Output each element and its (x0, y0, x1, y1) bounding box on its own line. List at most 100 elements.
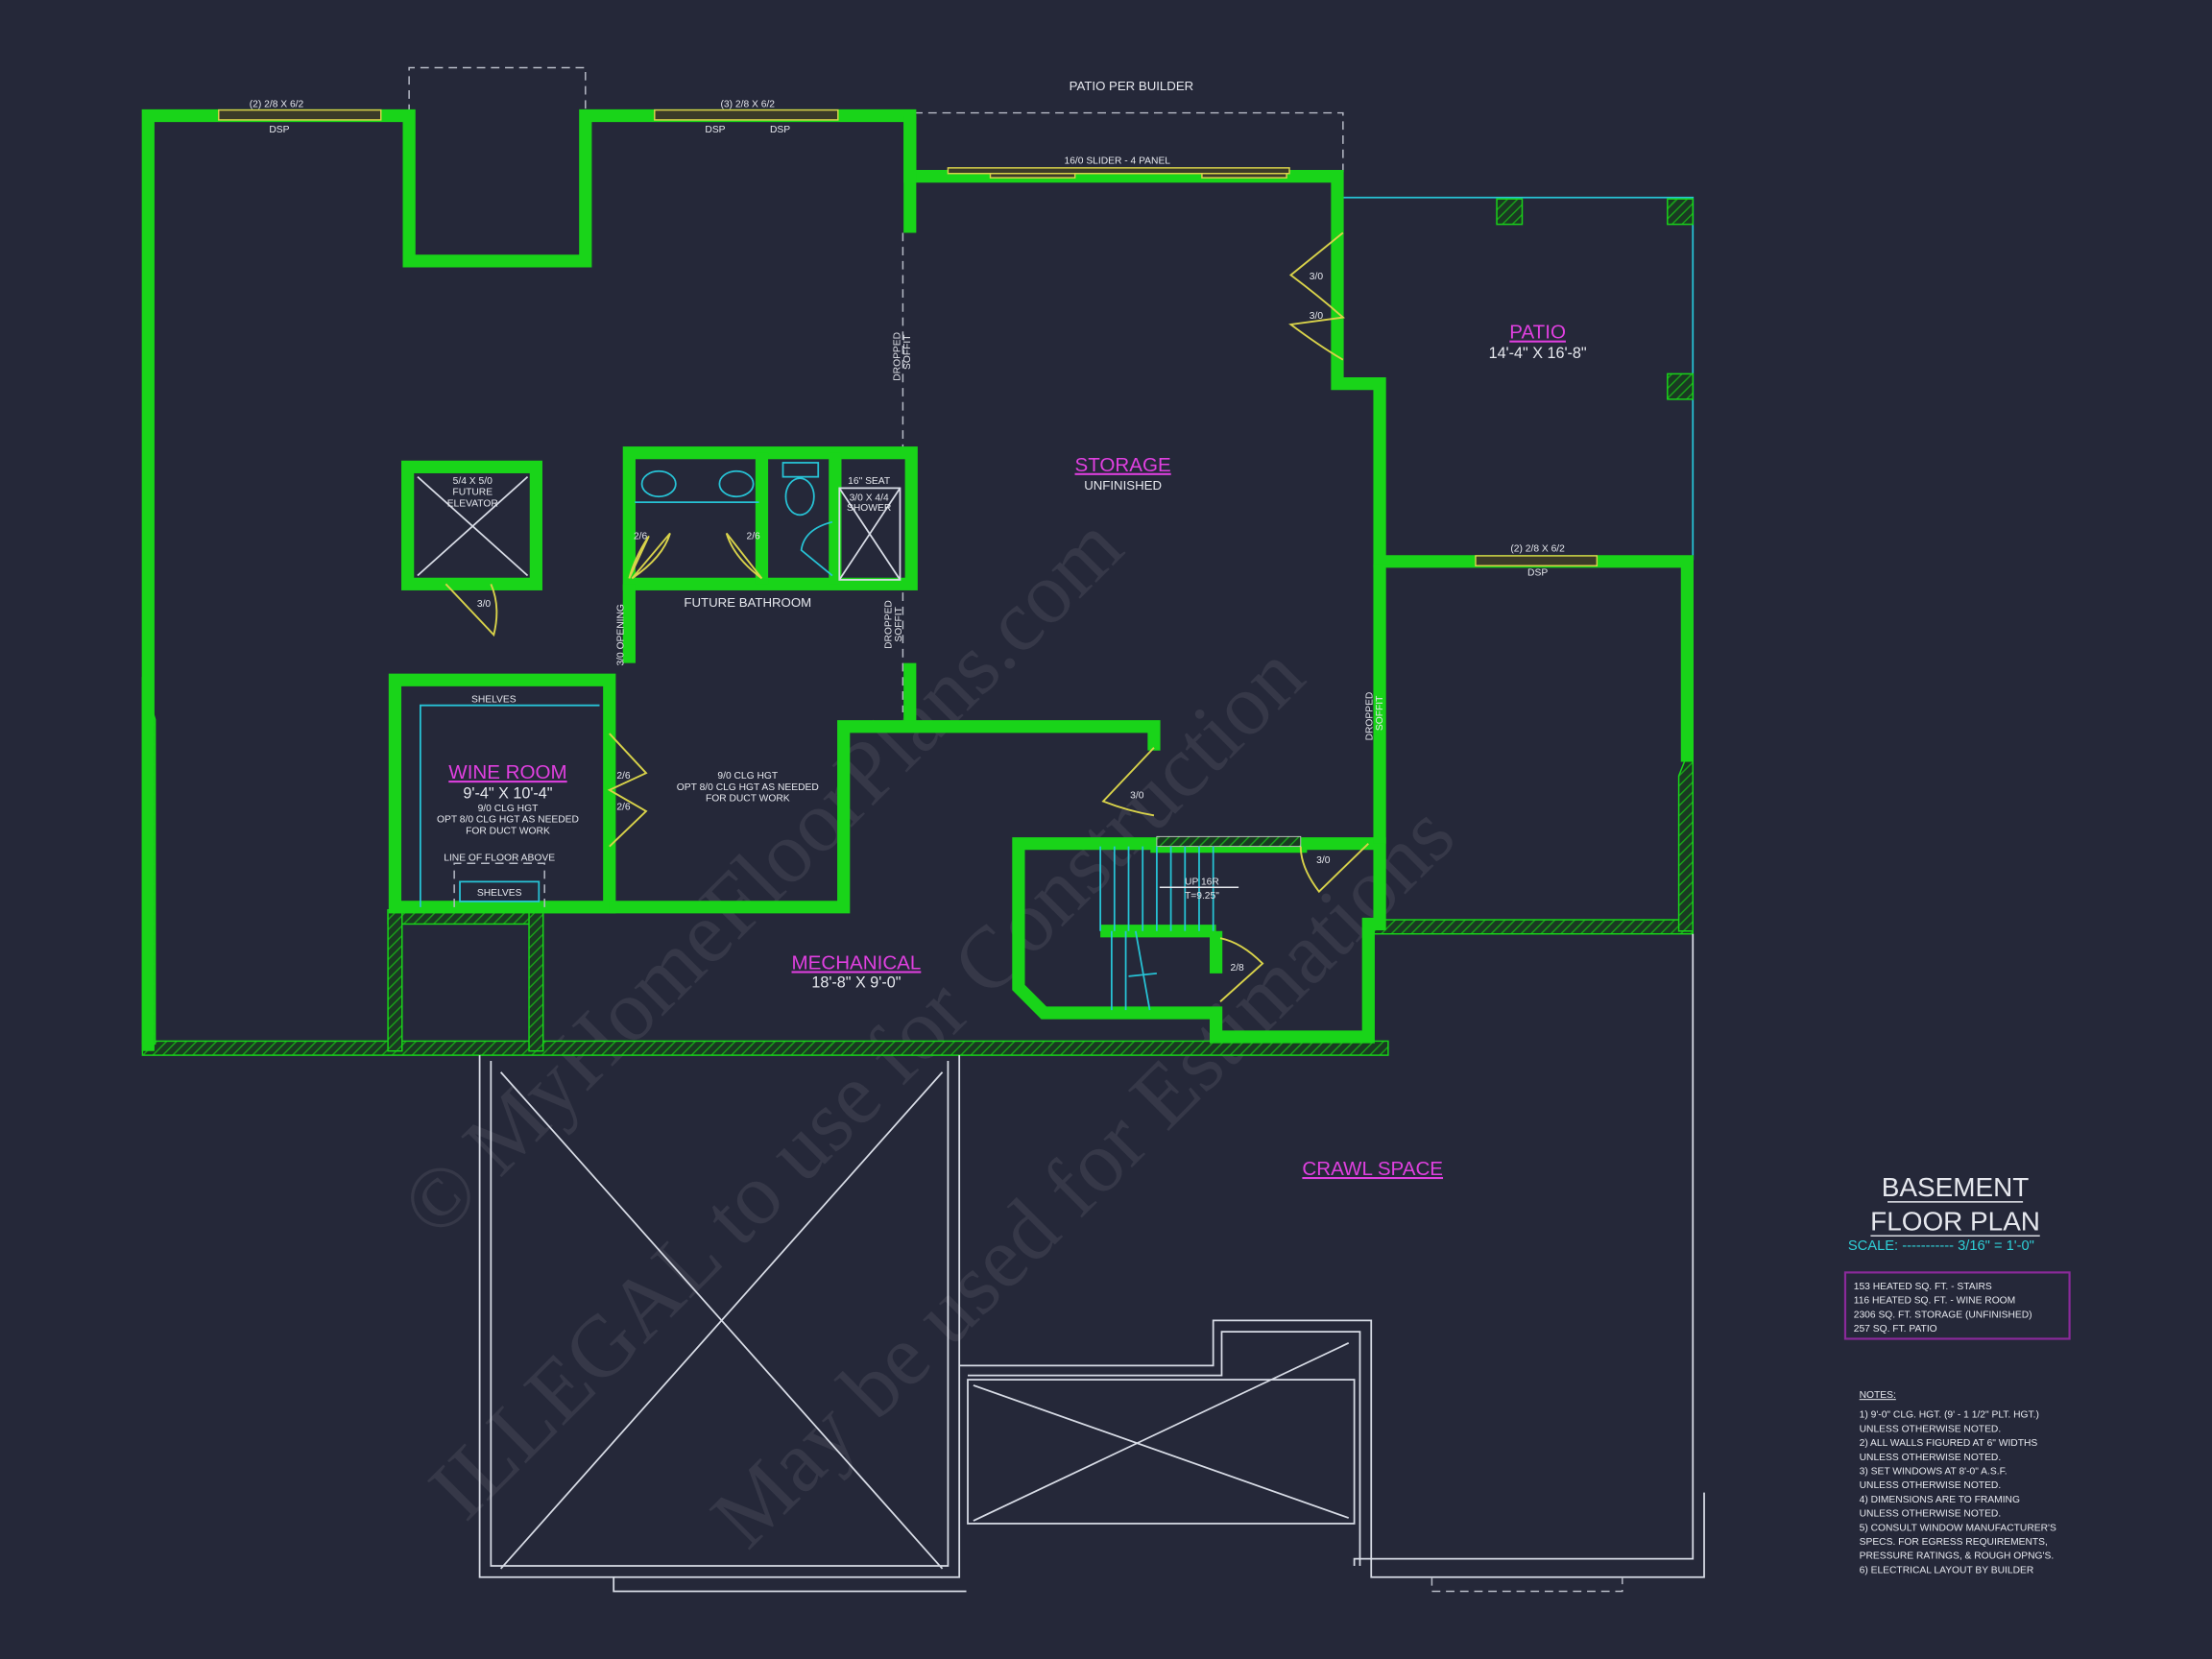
svg-text:FOR DUCT WORK: FOR DUCT WORK (466, 826, 550, 836)
svg-text:PRESSURE RATINGS, & ROUGH OPNG: PRESSURE RATINGS, & ROUGH OPNG'S. (1860, 1551, 2055, 1562)
stairs[interactable] (1099, 835, 1302, 1011)
room-crawl-space-label: CRAWL SPACE (1302, 1158, 1443, 1180)
svg-text:5/4 X 5/0: 5/4 X 5/0 (453, 476, 493, 487)
svg-text:SOFFIT: SOFFIT (894, 606, 904, 641)
svg-text:UNFINISHED: UNFINISHED (1084, 478, 1162, 493)
double-door-icon (1288, 231, 1346, 361)
walls (141, 108, 1694, 1051)
door-swing-icon (1299, 843, 1369, 894)
area-summary-box (1843, 1271, 2071, 1340)
svg-text:257 SQ. FT. PATIO: 257 SQ. FT. PATIO (1854, 1324, 1937, 1334)
room-patio-label: PATIO (1509, 322, 1566, 344)
svg-text:LINE OF FLOOR ABOVE: LINE OF FLOOR ABOVE (444, 853, 555, 863)
notes-heading: NOTES: (1860, 1390, 1896, 1401)
toilet-tank-icon (781, 462, 820, 478)
svg-text:DROPPED: DROPPED (892, 332, 902, 381)
doors (445, 231, 1369, 1002)
column-icon (1667, 198, 1694, 226)
window-right (1475, 555, 1599, 566)
plan-labels: PATIO PER BUILDER 16/0 SLIDER - 4 PANEL … (250, 79, 1587, 1180)
svg-text:DSP: DSP (269, 125, 289, 135)
svg-text:116 HEATED SQ. FT. - WINE ROOM: 116 HEATED SQ. FT. - WINE ROOM (1854, 1296, 2015, 1307)
svg-text:2/8: 2/8 (1231, 963, 1245, 974)
svg-text:153 HEATED SQ. FT. - STAIRS: 153 HEATED SQ. FT. - STAIRS (1854, 1282, 1992, 1292)
window-middle (654, 108, 839, 121)
svg-text:4) DIMENSIONS ARE TO FRAMING: 4) DIMENSIONS ARE TO FRAMING (1860, 1495, 2020, 1505)
svg-text:1) 9'-0" CLG. HGT. (9' - 1 1/: 1) 9'-0" CLG. HGT. (9' - 1 1/2" PLT. HGT… (1860, 1410, 2039, 1421)
svg-text:9'-4" X 10'-4": 9'-4" X 10'-4" (463, 785, 552, 803)
patio-outline (1342, 196, 1695, 561)
drawing-scale: SCALE: ----------- 3/16" = 1'-0" (1848, 1238, 2034, 1254)
svg-text:2/6: 2/6 (747, 531, 761, 541)
svg-text:(2) 2/8 X 6/2: (2) 2/8 X 6/2 (250, 100, 304, 110)
drawing-title: BASEMENT (1882, 1172, 2030, 1202)
column-icon (1667, 373, 1694, 400)
room-wine-label: WINE ROOM (448, 761, 566, 783)
svg-text:DSP: DSP (705, 125, 725, 135)
door-swing-icon (628, 535, 650, 579)
bathroom-fixtures (417, 462, 902, 907)
svg-text:T=9.25": T=9.25" (1185, 891, 1219, 902)
room-storage-label: STORAGE (1075, 454, 1171, 476)
notes-list: 1) 9'-0" CLG. HGT. (9' - 1 1/2" PLT. HGT… (1860, 1410, 2056, 1576)
shower-icon (838, 487, 902, 581)
svg-text:FLOOR PLAN: FLOOR PLAN (1870, 1206, 2040, 1236)
sink-icon (718, 469, 755, 498)
svg-text:9/0 CLG HGT: 9/0 CLG HGT (717, 771, 778, 781)
sink-icon (640, 469, 677, 498)
svg-text:5) CONSULT WINDOW MANUFACTURER: 5) CONSULT WINDOW MANUFACTURER'S (1860, 1523, 2056, 1533)
column-icon (1496, 198, 1524, 226)
svg-text:SHOWER: SHOWER (847, 503, 891, 514)
svg-text:6) ELECTRICAL LAYOUT BY BUILDE: 6) ELECTRICAL LAYOUT BY BUILDER (1860, 1565, 2034, 1575)
crawl-space-outline (478, 933, 1705, 1593)
svg-text:2/6: 2/6 (634, 531, 648, 541)
svg-text:3) SET WINDOWS AT 8'-0" A.S.F.: 3) SET WINDOWS AT 8'-0" A.S.F. (1860, 1467, 2008, 1478)
svg-text:DROPPED: DROPPED (1365, 692, 1376, 741)
windows (218, 108, 1599, 566)
door-swing-icon (631, 532, 671, 580)
svg-text:DSP: DSP (770, 125, 790, 135)
svg-text:9/0 CLG HGT: 9/0 CLG HGT (478, 804, 539, 814)
door-swing-icon (725, 532, 763, 580)
double-door-icon (607, 733, 648, 848)
svg-text:3/0: 3/0 (1316, 855, 1331, 866)
svg-text:3/0: 3/0 (1130, 791, 1144, 802)
svg-text:3/0 OPENING: 3/0 OPENING (615, 604, 626, 665)
svg-text:UP 16R: UP 16R (1185, 877, 1219, 887)
door-swing-icon (1219, 937, 1264, 1002)
shelves (459, 880, 541, 902)
svg-text:SOFFIT: SOFFIT (902, 334, 913, 370)
patio-per-builder: PATIO PER BUILDER (1070, 79, 1194, 93)
svg-text:ELEVATOR: ELEVATOR (447, 499, 498, 510)
slider-door (947, 167, 1290, 175)
svg-text:(3) 2/8 X 6/2: (3) 2/8 X 6/2 (721, 100, 776, 110)
svg-text:2) ALL WALLS FIGURED AT 6" WI: 2) ALL WALLS FIGURED AT 6" WIDTHS (1860, 1438, 2038, 1449)
svg-text:3/0 X 4/4: 3/0 X 4/4 (850, 493, 889, 504)
svg-text:UNLESS OTHERWISE NOTED.: UNLESS OTHERWISE NOTED. (1860, 1453, 2002, 1463)
svg-text:OPT 8/0 CLG HGT AS NEEDED: OPT 8/0 CLG HGT AS NEEDED (677, 782, 819, 793)
svg-text:SHELVES: SHELVES (471, 695, 517, 706)
door-swing-icon (445, 583, 498, 637)
svg-text:FOR DUCT WORK: FOR DUCT WORK (706, 794, 790, 805)
shower-door-icon (800, 520, 833, 577)
title-block: BASEMENT FLOOR PLAN SCALE: ----------- 3… (1843, 1172, 2071, 1576)
window-left (218, 108, 382, 121)
svg-text:DSP: DSP (1527, 568, 1548, 579)
svg-text:3/0: 3/0 (477, 599, 492, 610)
svg-text:2/6: 2/6 (616, 771, 631, 781)
svg-text:16/0 SLIDER - 4 PANEL: 16/0 SLIDER - 4 PANEL (1065, 156, 1171, 166)
svg-text:SPECS. FOR EGRESS REQUIREMENTS: SPECS. FOR EGRESS REQUIREMENTS, (1860, 1537, 2048, 1548)
svg-text:DROPPED: DROPPED (884, 600, 895, 649)
room-future-bathroom-label: FUTURE BATHROOM (684, 595, 811, 610)
svg-text:(2) 2/8 X 6/2: (2) 2/8 X 6/2 (1510, 544, 1565, 555)
svg-text:14'-4" X 16'-8": 14'-4" X 16'-8" (1489, 345, 1587, 362)
door-swing-icon (1101, 747, 1155, 817)
svg-text:18'-8" X 9'-0": 18'-8" X 9'-0" (811, 974, 901, 992)
svg-text:OPT 8/0 CLG HGT AS NEEDED: OPT 8/0 CLG HGT AS NEEDED (437, 815, 579, 826)
svg-text:UNLESS OTHERWISE NOTED.: UNLESS OTHERWISE NOTED. (1860, 1480, 2002, 1491)
svg-text:FUTURE: FUTURE (452, 488, 493, 498)
svg-text:SHELVES: SHELVES (477, 888, 522, 899)
svg-text:2/6: 2/6 (616, 802, 631, 812)
svg-text:SOFFIT: SOFFIT (1375, 695, 1385, 731)
